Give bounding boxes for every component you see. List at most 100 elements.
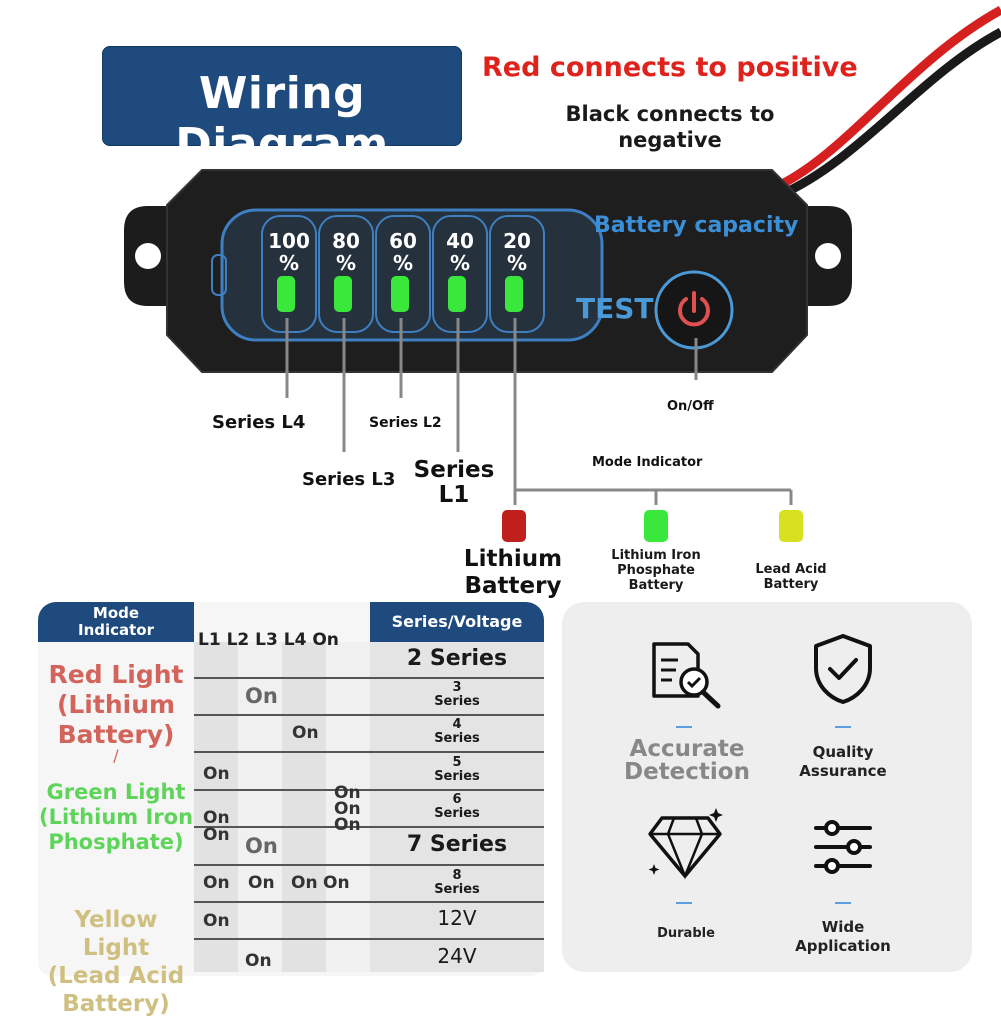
led-80	[334, 276, 352, 312]
legend-green-line1: Green Light	[46, 780, 186, 804]
led-100	[277, 276, 295, 312]
col-l2	[238, 642, 282, 972]
on-off-label: On/Off	[667, 399, 714, 414]
red-led	[502, 510, 526, 542]
legend-yellow-line2: (Lead Acid	[47, 963, 185, 989]
page-title: Wiring Diagram	[175, 68, 389, 170]
accent-dash	[676, 726, 692, 728]
table-header-series	[370, 602, 544, 642]
on-cell: On	[203, 873, 230, 893]
on-cell: On	[292, 723, 319, 743]
yellow-led	[779, 510, 803, 542]
document-search-icon	[652, 642, 721, 709]
on-cell: On	[334, 783, 361, 803]
feature-wide-line2: Application	[795, 937, 891, 955]
level-leds	[277, 276, 523, 312]
feature-wide-line1: Wide	[821, 918, 865, 936]
level-20-unit: %	[506, 251, 528, 275]
diamond-icon	[648, 808, 723, 880]
row-divider	[194, 751, 544, 753]
on-cell: On	[203, 825, 230, 845]
lithium-battery-line2: Battery	[464, 573, 562, 599]
black-wire-note-line2: negative	[618, 128, 722, 152]
power-icon[interactable]	[670, 287, 718, 335]
feature-quality-assurance: Quality Assurance	[778, 743, 908, 781]
series-3-num: 3	[452, 680, 462, 695]
legend-slash: /	[113, 746, 119, 765]
accent-dash	[835, 902, 851, 904]
accent-dash	[835, 726, 851, 728]
on-cell: On	[323, 873, 350, 893]
level-40-unit: %	[449, 251, 471, 275]
table-header-mode-text: Mode Indicator	[38, 605, 194, 639]
level-60-value: 60	[389, 229, 417, 253]
red-wire-note: Red connects to positive	[482, 52, 858, 83]
level-80: 80%	[318, 230, 374, 274]
series-2: 2 Series	[406, 646, 508, 671]
table-header-columns: L1 L2 L3 L4 On	[198, 630, 339, 650]
legend-yellow-light: Yellow Light (Lead Acid Battery)	[38, 906, 194, 1018]
lfp-battery-line1: Lithium Iron	[611, 548, 701, 563]
sliders-icon	[814, 820, 872, 874]
legend-green-light: Green Light (Lithium Iron Phosphate)	[38, 780, 194, 855]
col-l4	[326, 642, 370, 972]
on-cell: On	[203, 764, 230, 784]
col-l3	[282, 642, 326, 972]
feature-quality-line2: Assurance	[799, 762, 887, 780]
voltage-12v: 12V	[437, 906, 477, 930]
series-6-sub: Series	[434, 806, 480, 821]
on-cell: On	[291, 873, 318, 893]
led-20	[505, 276, 523, 312]
series-4-sub: Series	[434, 731, 480, 746]
level-20-value: 20	[503, 229, 531, 253]
series-5-sub: Series	[434, 769, 480, 784]
series-l3-label: Series L3	[302, 469, 396, 490]
on-cell: On	[245, 951, 272, 971]
feature-accurate-detection: Accurate Detection	[608, 738, 766, 784]
on-cell: On	[245, 684, 278, 708]
row-divider	[194, 714, 544, 716]
on-cell: On	[203, 808, 230, 828]
row-divider	[194, 826, 544, 828]
lfp-battery-line2: Phosphate	[617, 563, 695, 578]
black-wire-note: Black connects to negative	[560, 101, 780, 153]
level-60: 60%	[375, 230, 431, 274]
led-60	[391, 276, 409, 312]
row-divider	[194, 901, 544, 903]
row-divider	[194, 789, 544, 791]
series-l4-label: Series L4	[212, 412, 306, 433]
feature-accurate-line2: Detection	[624, 759, 750, 785]
lithium-battery-label: Lithium Battery	[452, 546, 574, 600]
legend-green-line2: (Lithium Iron	[38, 805, 194, 829]
title-banner	[102, 46, 462, 146]
feature-quality-line1: Quality	[812, 743, 874, 761]
series-3-sub: Series	[434, 694, 480, 709]
col-l1	[194, 642, 238, 972]
shield-check-icon	[814, 634, 872, 704]
series-l1-label-line2: L1	[438, 482, 470, 508]
on-cell: On	[334, 815, 361, 835]
legend-red-line3: Battery)	[57, 720, 175, 749]
table-header-mode	[38, 602, 194, 642]
table-header-mode-line2: Indicator	[77, 621, 155, 639]
led-40	[448, 276, 466, 312]
cell-dividers	[261, 215, 545, 333]
level-40-value: 40	[446, 229, 474, 253]
series-8-sub: Series	[434, 882, 480, 897]
legend-yellow-line3: Battery)	[62, 991, 170, 1017]
level-100-unit: %	[278, 251, 300, 275]
level-100: 100%	[261, 230, 317, 274]
col-series	[370, 642, 544, 972]
green-led	[644, 510, 668, 542]
feature-durable: Durable	[657, 926, 715, 941]
legend-red-line2: (Lithium	[56, 690, 176, 719]
feature-wide-application: Wide Application	[778, 918, 908, 956]
series-l2-label: Series L2	[369, 415, 442, 431]
accent-dash	[676, 902, 692, 904]
mode-leds	[502, 510, 803, 542]
voltage-24v: 24V	[437, 944, 477, 968]
